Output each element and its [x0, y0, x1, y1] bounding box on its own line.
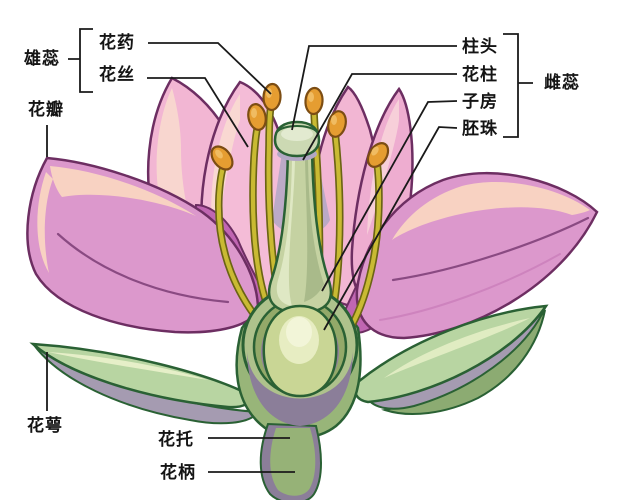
petal-right	[355, 171, 599, 340]
ovule	[262, 304, 338, 398]
pedicel	[259, 422, 322, 500]
label-pedicel: 花柄	[160, 463, 196, 483]
label-stigma: 柱头	[462, 37, 498, 57]
label-pistil: 雌蕊	[544, 73, 580, 93]
label-sepal: 花萼	[27, 416, 63, 436]
label-ovary: 子房	[462, 92, 498, 112]
anther-leader-line	[148, 42, 272, 95]
label-receptacle: 花托	[158, 430, 194, 450]
stamen-bracket	[68, 28, 93, 93]
receptacle-collar	[247, 352, 353, 426]
sepal-left	[29, 342, 260, 425]
filament-leader-line	[147, 77, 249, 148]
petal-left	[26, 156, 260, 334]
ovary-leader-line	[321, 100, 458, 292]
label-style: 花柱	[462, 65, 498, 85]
sepal-right	[354, 304, 549, 415]
anthers	[210, 82, 390, 171]
label-stamen: 雄蕊	[24, 49, 60, 69]
style-leader-line	[302, 73, 457, 161]
stigma-leader-line	[291, 45, 457, 131]
label-anther: 花药	[99, 33, 135, 53]
leader-lines	[46, 28, 533, 473]
label-petal: 花瓣	[28, 100, 64, 120]
pistil-bracket	[503, 33, 533, 138]
label-filament: 花丝	[99, 65, 135, 85]
stigma	[273, 120, 321, 161]
ovule-leader-line	[323, 126, 458, 331]
label-ovule: 胚珠	[462, 119, 498, 139]
